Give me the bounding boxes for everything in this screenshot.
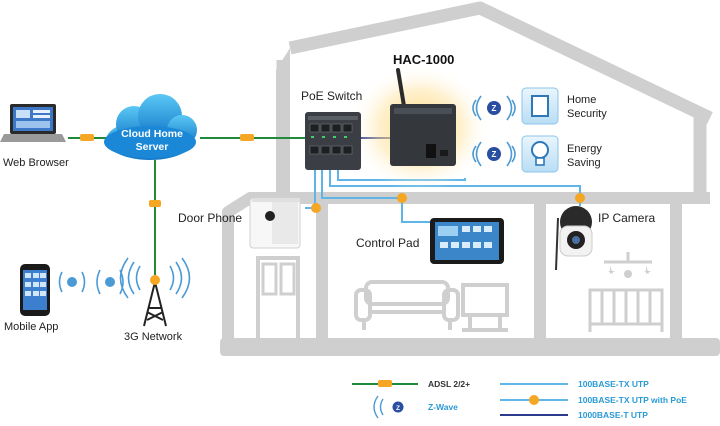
wireless-signal-icon <box>58 257 191 299</box>
hac-1000-icon <box>390 68 456 166</box>
home-security-icon <box>521 87 559 125</box>
label-web-browser: Web Browser <box>3 157 69 169</box>
control-pad-icon <box>430 218 504 264</box>
poe-switch-icon <box>305 112 361 170</box>
label-3g-network: 3G Network <box>124 331 183 343</box>
door-phone-icon <box>249 197 301 249</box>
label-energy-saving-2: Saving <box>567 157 601 169</box>
label-control-pad: Control Pad <box>356 236 419 250</box>
label-hac-1000: HAC-1000 <box>393 52 454 67</box>
legend-adsl-label: ADSL 2/2+ <box>428 379 470 389</box>
energy-saving-icon <box>521 135 559 173</box>
svg-text:Z: Z <box>492 104 497 113</box>
legend-gigabit-label: 1000BASE-T UTP <box>578 410 648 420</box>
label-home-security-1: Home <box>567 94 596 106</box>
tower-signal-marker <box>105 277 115 287</box>
label-ip-camera: IP Camera <box>598 211 655 225</box>
zwave-signal-icon <box>472 95 516 167</box>
tower-marker <box>150 275 160 285</box>
label-door-phone: Door Phone <box>178 211 242 225</box>
tower-icon <box>143 281 167 327</box>
label-poe-switch: PoE Switch <box>301 89 362 103</box>
label-cloud-line2: Server <box>136 141 169 153</box>
legend: ADSL 2/2+ Z Z-Wave 100BASE-TX UTP 100BAS… <box>352 379 687 420</box>
legend-zwave-icon <box>373 395 384 419</box>
legend-zwave-label: Z-Wave <box>428 402 458 412</box>
mobile-signal-marker <box>67 277 77 287</box>
mobile-phone-icon <box>20 264 50 316</box>
zwave-badge-icon: Z Z <box>487 101 501 161</box>
label-home-security-2: Security <box>567 108 607 120</box>
label-cloud-line1: Cloud Home <box>121 128 183 140</box>
svg-text:Z: Z <box>492 150 497 159</box>
svg-text:Z: Z <box>396 405 400 412</box>
label-mobile-app: Mobile App <box>4 321 58 333</box>
legend-tx-utp-label: 100BASE-TX UTP <box>578 379 649 389</box>
ip-camera-icon <box>555 206 593 271</box>
house-outline <box>220 1 720 356</box>
cloud-icon <box>104 94 197 160</box>
line-markers <box>80 134 585 213</box>
laptop-icon <box>0 104 66 142</box>
legend-poe-label: 100BASE-TX UTP with PoE <box>578 395 687 405</box>
label-energy-saving-1: Energy <box>567 143 602 155</box>
